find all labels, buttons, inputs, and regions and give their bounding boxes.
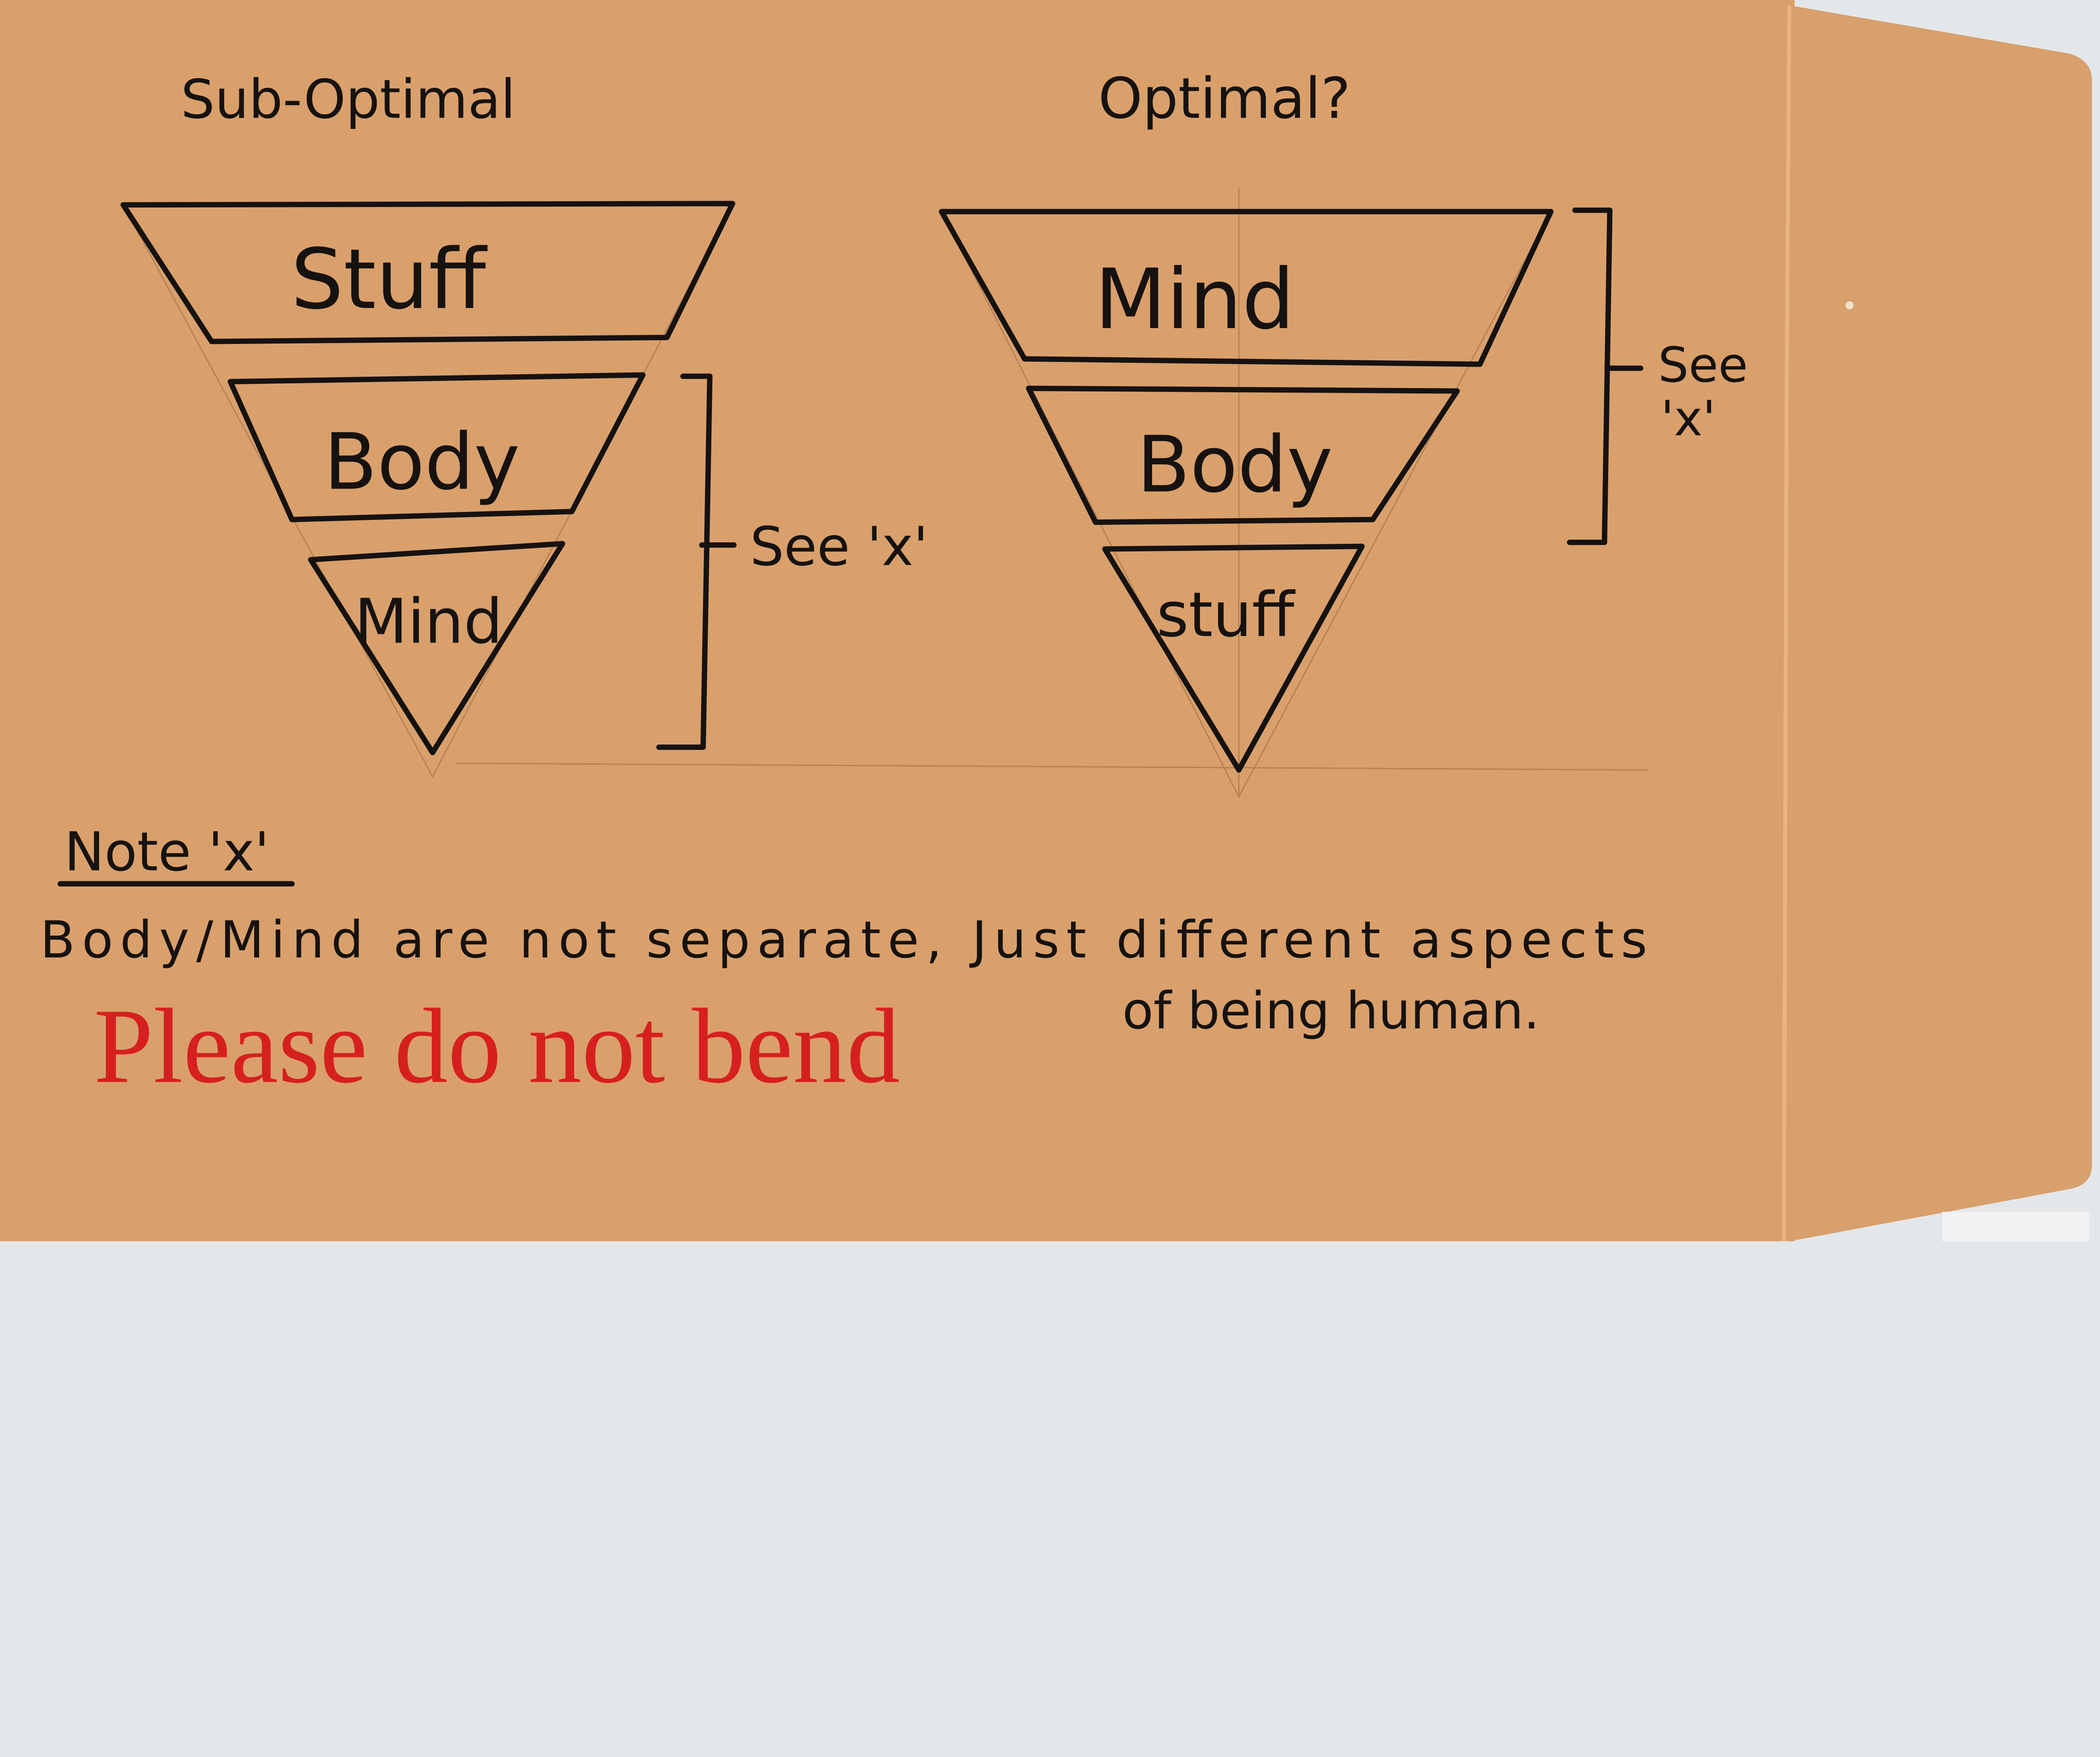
envelope-diagram: Sub-Optimal Stuff Body Mind See 'x' Opti… <box>0 0 2092 1241</box>
note-heading: Note 'x' <box>64 821 269 884</box>
note-line2: of being human. <box>1122 981 1540 1041</box>
speck <box>1845 301 1854 309</box>
layer-middle <box>228 372 646 522</box>
layer-middle <box>1026 385 1460 525</box>
right-title: Optimal? <box>1098 66 1351 131</box>
envelope-flap <box>1789 5 2092 1241</box>
layer-label: Mind <box>1095 251 1294 348</box>
printed-warning: Please do not bend <box>94 987 900 1106</box>
pencil-guides <box>122 187 1648 798</box>
layer-label: stuff <box>1157 579 1296 651</box>
bracket <box>656 373 737 750</box>
bracket-label: See 'x' <box>750 516 928 578</box>
layer-top <box>939 209 1554 367</box>
flap-fold <box>1782 5 1791 1241</box>
bracket-label: 'x' <box>1661 391 1716 447</box>
layer-bottom <box>308 541 565 755</box>
layer-label: Body <box>1137 419 1333 510</box>
layer-label: Body <box>324 417 520 507</box>
layer-label: Mind <box>354 586 503 658</box>
right-pyramid: Optimal? Mind Body stuff See 'x' <box>939 66 1748 773</box>
layer-label: Stuff <box>291 231 488 328</box>
bracket-label: See <box>1658 337 1748 393</box>
note-line1: Body/Mind are not separate, Just differe… <box>40 910 1648 970</box>
left-title: Sub-Optimal <box>181 69 515 131</box>
left-pyramid: Sub-Optimal Stuff Body Mind See 'x' <box>120 69 928 755</box>
bracket <box>1567 207 1643 545</box>
layer-bottom <box>1102 543 1365 773</box>
inner-paper <box>1942 1212 2090 1241</box>
layer-top <box>120 201 735 344</box>
note: Note 'x' Body/Mind are not separate, Jus… <box>40 821 1648 1041</box>
